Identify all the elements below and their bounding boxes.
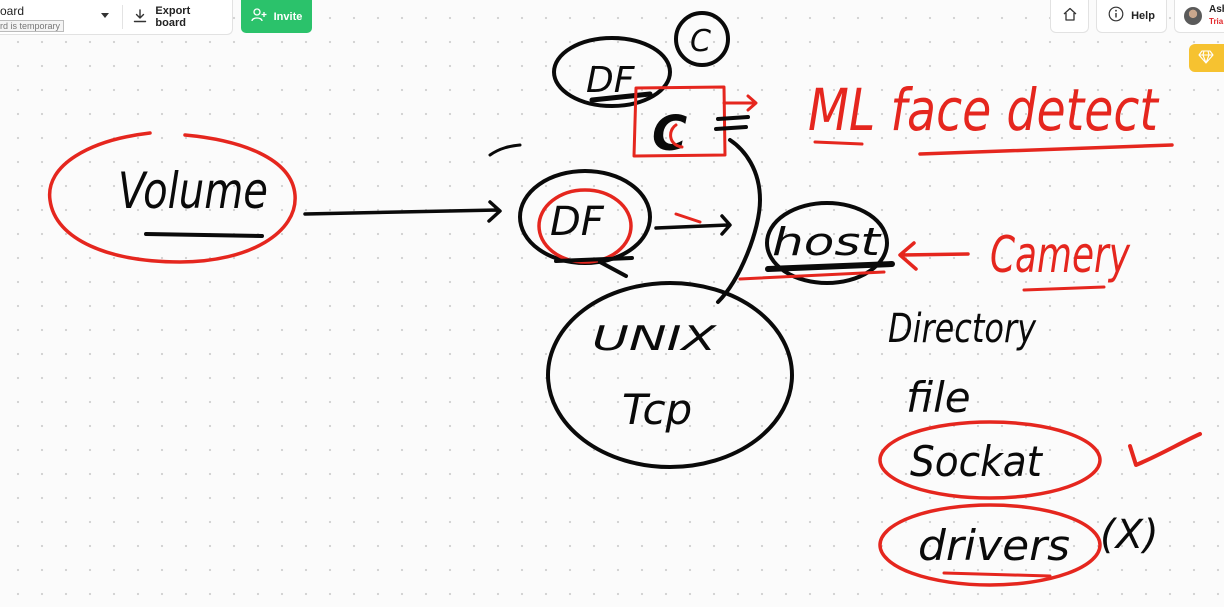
c-circle-label: C xyxy=(690,24,711,59)
user-plan-status: Tria xyxy=(1209,17,1224,26)
diamond-icon xyxy=(1198,50,1214,64)
c-to-ml-arrow xyxy=(722,94,758,112)
board-name[interactable]: oard xyxy=(0,4,25,18)
socket-label: Sockat xyxy=(910,437,1043,486)
help-button[interactable]: Help xyxy=(1096,0,1167,33)
df-mid-underline xyxy=(554,256,634,278)
file-label: file xyxy=(906,373,971,422)
drivers-underline xyxy=(942,571,1052,578)
volume-red-ellipse xyxy=(47,131,297,264)
face-detect-underline xyxy=(918,143,1174,156)
c-equals-mark xyxy=(714,115,750,131)
unix-to-c-curve xyxy=(716,138,762,304)
volume-underline xyxy=(144,232,264,238)
df-to-host-red-arrow xyxy=(674,212,702,224)
board-title-menu[interactable]: oard rd is temporary xyxy=(0,0,122,34)
host-ellipse xyxy=(765,201,889,285)
download-icon xyxy=(133,8,147,26)
premium-button[interactable] xyxy=(1189,44,1224,72)
invite-button[interactable]: Invite xyxy=(241,0,312,33)
unix-tcp-ellipse xyxy=(546,281,794,469)
df-mid-red-circle xyxy=(537,188,633,264)
c-red-box xyxy=(632,85,727,158)
ml-underline xyxy=(813,140,864,146)
info-icon xyxy=(1108,6,1124,27)
export-board-label: Export board xyxy=(155,5,191,29)
tcp-label: Tcp xyxy=(622,385,692,434)
camera-underline xyxy=(1022,285,1106,292)
board-toolbar: oard rd is temporary Export board xyxy=(0,0,233,35)
help-label: Help xyxy=(1131,10,1155,22)
c-circle xyxy=(674,11,730,67)
volume-to-df-arrow xyxy=(303,200,502,223)
camera-to-host-arrow xyxy=(898,241,970,271)
ml-face-detect-label: ML face detect xyxy=(808,76,1160,144)
drivers-red-ellipse xyxy=(878,503,1102,587)
user-menu[interactable]: Ash Tria xyxy=(1174,0,1224,33)
x-mark-label: (X) xyxy=(1100,512,1159,558)
avatar[interactable] xyxy=(1184,7,1202,25)
df-to-host-arrow xyxy=(654,214,732,236)
checkmark xyxy=(1128,432,1202,467)
user-name: Ash xyxy=(1209,4,1224,15)
df-top-underline xyxy=(589,91,653,103)
host-underline xyxy=(765,261,895,272)
volume-label: Volume xyxy=(118,162,268,220)
host-label: host xyxy=(772,220,883,264)
stray-dash xyxy=(488,143,522,157)
add-user-icon xyxy=(250,8,267,25)
home-icon xyxy=(1062,6,1078,27)
export-board-button[interactable]: Export board xyxy=(123,0,232,34)
drivers-label: drivers xyxy=(918,521,1070,570)
toolbar-divider xyxy=(122,5,124,29)
socket-red-ellipse xyxy=(878,420,1102,500)
directory-label: Directory xyxy=(888,306,1037,352)
unix-label: UNIX xyxy=(592,319,717,359)
board-status-badge: rd is temporary xyxy=(0,20,65,32)
camera-label: Camery xyxy=(990,226,1131,284)
chevron-down-icon[interactable] xyxy=(101,13,109,18)
df-top-ellipse xyxy=(552,36,672,108)
invite-label: Invite xyxy=(273,10,303,23)
c-red-scribble xyxy=(669,123,684,149)
home-button[interactable] xyxy=(1050,0,1089,33)
host-red-line xyxy=(738,270,886,281)
df-mid-label: DF xyxy=(550,199,605,245)
